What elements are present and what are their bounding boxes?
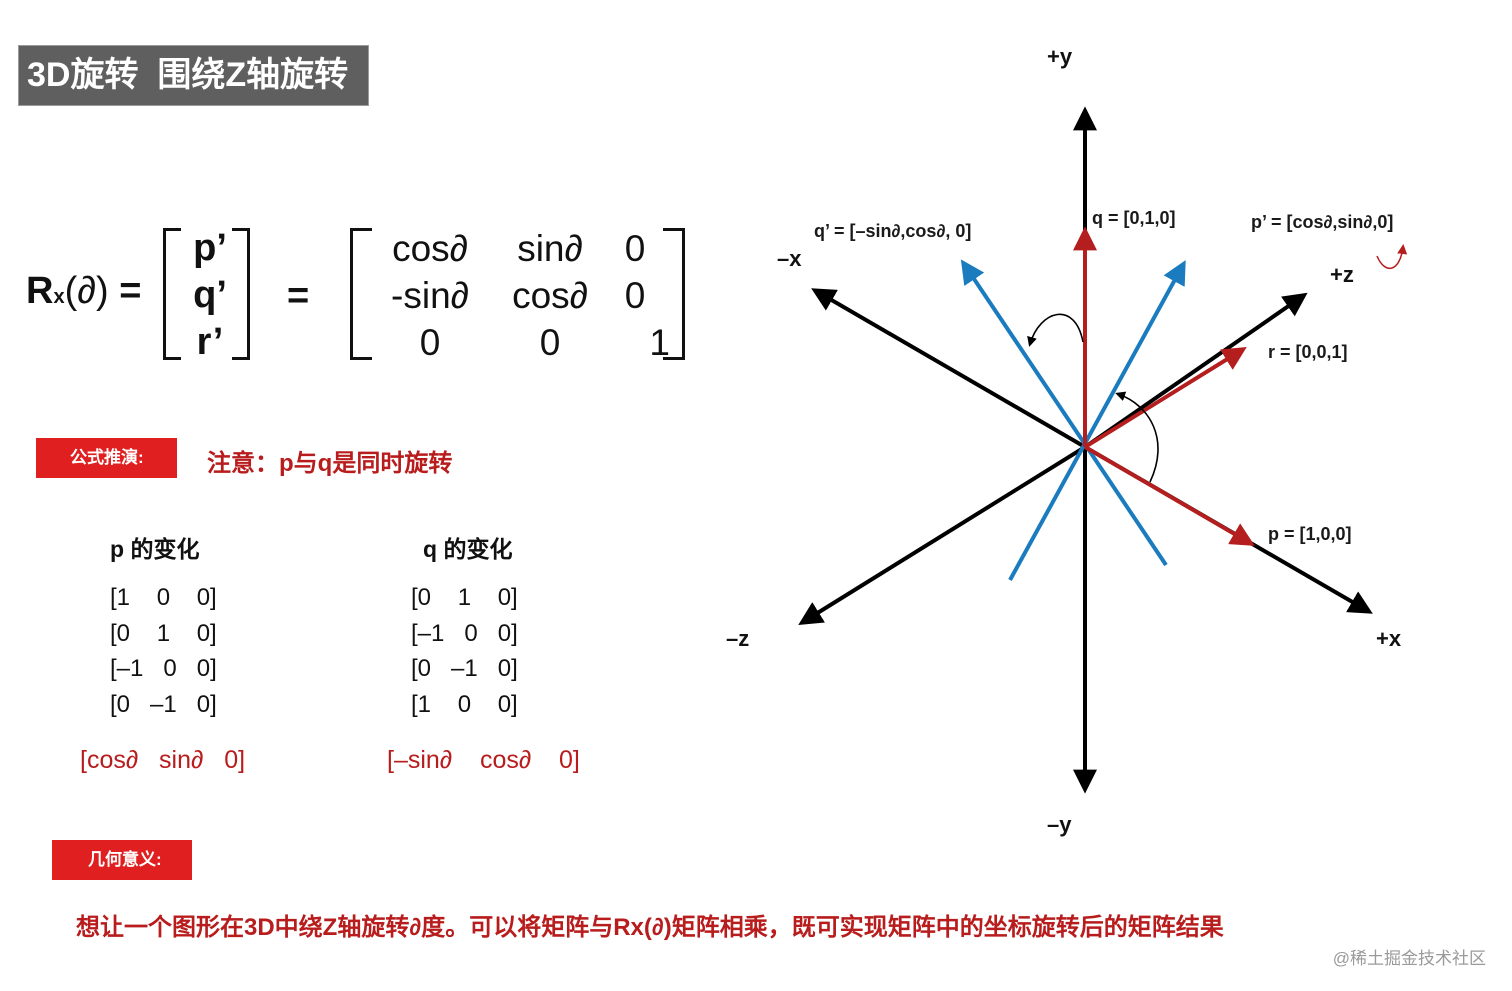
p-column-result: [cos∂ sin∂ 0] [80, 746, 246, 774]
matrix-cell: -sin∂ [391, 275, 469, 316]
rotated-vectors [960, 259, 1186, 581]
q-row: [0 –1 0] [411, 655, 518, 682]
matrix-cell: cos∂ [512, 275, 588, 316]
p-row: [0 –1 0] [110, 690, 217, 718]
vector-bracket-right [232, 228, 250, 360]
matrix-row: 0 0 1 [360, 319, 680, 366]
label-pos-x: +x [1376, 626, 1402, 651]
rotation-hint-icon [1376, 244, 1408, 269]
q-row: [0 1 0] [411, 584, 518, 611]
equals-sign-2: = [287, 275, 310, 317]
vector-q-prime: q’ [193, 274, 227, 316]
rotated-p-line [1008, 260, 1186, 581]
matrix-cell: 0 [624, 228, 646, 269]
equals-sign: = [119, 270, 142, 312]
watermark: @稀土掘金技术社区 [1332, 949, 1486, 968]
matrix-row: -sin∂ cos∂ 0 [360, 272, 680, 319]
matrix-cell: 0 [624, 275, 646, 316]
label-pos-z: +z [1330, 262, 1354, 287]
label-vector-q: q = [0,1,0] [1092, 208, 1176, 228]
rotation-matrix: cos∂ sin∂ 0 -sin∂ cos∂ 0 0 0 1 [360, 225, 680, 366]
matrix-cell: sin∂ [517, 228, 583, 269]
q-column-result: [–sin∂ cos∂ 0] [387, 746, 580, 774]
result-vector: p’ q’ r’ [170, 225, 250, 366]
derivation-note: 注意：p与q是同时旋转 [207, 450, 453, 477]
axis-neg-z [798, 445, 1087, 625]
matrix-cell: 0 [539, 322, 561, 363]
axis-pos-z [1083, 292, 1308, 449]
vector-bracket-left [163, 228, 181, 360]
rotation-symbol: R [26, 270, 54, 312]
vector-p [1083, 445, 1255, 546]
geometry-text: 想让一个图形在3D中绕Z轴旋转∂度。可以将矩阵与Rx(∂)矩阵相乘，既可实现矩阵… [76, 914, 1224, 941]
p-row: [0 1 0] [110, 619, 217, 647]
q-column-rows: [0 1 0] [–1 0 0] [0 –1 0] [1 0 0] [411, 580, 518, 722]
matrix-cell: 1 [649, 322, 670, 363]
label-vector-r: r = [0,0,1] [1268, 342, 1348, 362]
derivation-tag: 公式推演: [36, 438, 177, 478]
rotation-arrow-q [1027, 313, 1084, 347]
q-row: [1 0 0] [411, 690, 518, 718]
vector-p-prime: p’ [193, 227, 227, 269]
label-vector-p-prime: p’ = [cos∂,sin∂,0] [1251, 212, 1394, 232]
axis-neg-x [811, 288, 1087, 449]
matrix-cell: cos∂ [392, 228, 468, 269]
q-row: [–1 0 0] [411, 619, 518, 647]
matrix-bracket-right [663, 228, 685, 360]
matrix-row: cos∂ sin∂ 0 [360, 225, 680, 272]
label-neg-y: –y [1047, 812, 1072, 837]
original-vectors [1073, 226, 1255, 546]
p-row: [1 0 0] [110, 584, 217, 611]
label-neg-z: –z [726, 626, 750, 651]
rotation-subscript: x [53, 286, 65, 308]
rotation-angle: (∂) [64, 270, 109, 312]
vector-r-prime: r’ [196, 321, 224, 363]
page-title: 3D旋转 围绕Z轴旋转 [18, 45, 369, 106]
q-column-heading: q 的变化 [423, 536, 513, 562]
rotated-q-line [960, 259, 1168, 567]
vector-r [1083, 347, 1247, 449]
matrix-cell: 0 [419, 322, 441, 363]
rotation-arrow-p [1115, 391, 1159, 483]
label-neg-x: –x [777, 246, 802, 271]
label-vector-q-prime: q’ = [–sin∂,cos∂, 0] [814, 221, 972, 241]
p-column-heading: p 的变化 [110, 536, 200, 562]
matrix-bracket-left [350, 228, 372, 360]
geometry-tag: 几何意义: [52, 840, 192, 880]
label-pos-y: +y [1047, 44, 1073, 69]
label-vector-p: p = [1,0,0] [1268, 524, 1352, 544]
p-column-rows: [1 0 0] [0 1 0] [–1 0 0] [0 –1 0] [110, 580, 217, 722]
formula-lhs: Rx(∂) = [26, 270, 141, 313]
p-row: [–1 0 0] [110, 655, 217, 682]
